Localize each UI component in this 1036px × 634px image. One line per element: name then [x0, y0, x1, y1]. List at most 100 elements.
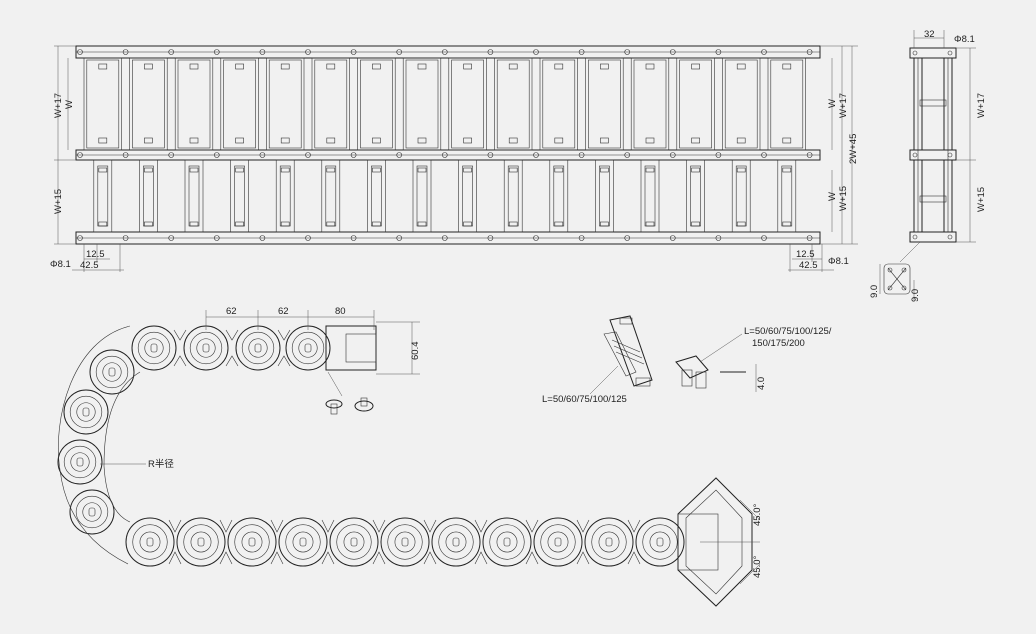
chain-link-disc: [57, 439, 103, 485]
rail-pin-hole: [715, 235, 722, 241]
dim-chain-end-length: 80: [335, 306, 346, 317]
rail-pin-hole: [396, 235, 403, 241]
rail-pin-hole: [350, 152, 357, 158]
rail-pin-hole: [441, 49, 448, 55]
rail-pin-hole: [77, 152, 83, 158]
dim-angle-bottom: 45.0°: [752, 556, 763, 578]
chain-link-disc: [635, 517, 685, 567]
dim-detail-b: 9.0: [910, 289, 921, 302]
rail-pin-hole: [259, 152, 266, 158]
rail-pin-hole: [533, 235, 539, 241]
chain-link-disc: [431, 517, 481, 567]
pin-size: 4.0: [756, 377, 767, 390]
rail-pin-hole: [624, 235, 631, 241]
chain-link-bottom: [777, 159, 797, 233]
rail-pin-hole: [305, 49, 311, 55]
rail-pin-hole: [214, 49, 220, 55]
rail-pin-hole: [578, 49, 585, 55]
chain-link-bottom: [367, 159, 386, 233]
chain-link-top: [266, 57, 305, 151]
chain-link-disc: [227, 517, 277, 567]
chain-link-disc: [125, 517, 175, 567]
rail-pin-hole: [214, 235, 220, 241]
rail-pin-hole: [715, 152, 722, 158]
dim-chain-pitch-1: 62: [226, 306, 237, 317]
separator-lengths: L=50/60/75/100/125: [542, 394, 627, 405]
chain-link-bottom: [412, 159, 432, 233]
bracket-lengths-2: 150/175/200: [752, 338, 805, 349]
chain-link-bottom: [458, 159, 477, 233]
rail-pin-hole: [259, 235, 266, 241]
chain-link-top: [767, 57, 806, 151]
screw-pair: [325, 397, 374, 415]
chain-link-disc: [235, 325, 281, 371]
dim-w17-left: W+17: [53, 93, 64, 118]
dim-w-right-upper: W: [827, 99, 838, 108]
rail-pin-hole: [305, 235, 311, 241]
bracket-lengths-1: L=50/60/75/100/125/: [744, 326, 832, 337]
chain-link-top: [676, 57, 715, 151]
chain-link-disc: [89, 349, 135, 395]
radius-label: R半径: [148, 458, 174, 470]
chain-link-disc: [533, 517, 583, 567]
chain-link-disc: [63, 389, 109, 435]
chain-link-top: [311, 57, 350, 151]
dim-width-left: 42.5: [80, 260, 99, 271]
dim-chain-height: 60.4: [410, 342, 421, 361]
rail-pin-hole: [122, 152, 129, 158]
chain-link-bottom: [640, 159, 660, 233]
dim-pitch-left: 12.5: [86, 249, 105, 260]
separator-part: [603, 315, 653, 387]
chain-link-top: [722, 57, 761, 151]
side-view: 32 Φ8.1 W+17 W+15 9.0 9.0: [869, 29, 987, 302]
chain-link-disc: [285, 325, 331, 371]
rail-pin-hole: [578, 235, 585, 241]
chain-link-top: [630, 57, 670, 151]
dim-angle-top: 45.0°: [752, 504, 763, 526]
chain-link-top: [357, 57, 396, 151]
rail-pin-hole: [533, 152, 539, 158]
chain-link-top: [585, 57, 624, 151]
dim-pitch-right: 12.5: [796, 249, 815, 260]
chain-link-top: [129, 57, 168, 151]
rail-pin-hole: [624, 152, 631, 158]
rail-pin-hole: [168, 235, 174, 241]
accessories: L=50/60/75/100/125 L=50/60/75/100/125/ 1…: [542, 315, 832, 405]
rail-pin-hole: [396, 49, 403, 55]
chain-link-top: [220, 57, 259, 151]
chain-link-top: [448, 57, 487, 151]
rail-pin-hole: [259, 49, 266, 55]
rail-pin-hole: [487, 49, 494, 55]
rail-pin-hole: [168, 152, 174, 158]
chain-link-disc: [278, 517, 328, 567]
dim-2w45-right: 2W+45: [848, 134, 859, 164]
rail-pin-hole: [669, 235, 676, 241]
dim-w17-right: W+17: [838, 93, 849, 118]
bracket-part: [675, 355, 709, 389]
dim-w15-left: W+15: [53, 189, 64, 214]
rail-pin-hole: [441, 235, 448, 241]
chain-link-disc: [183, 325, 229, 371]
chain-link-top: [494, 57, 533, 151]
rail-pin-hole: [806, 152, 813, 158]
rail-pin-hole: [214, 152, 220, 158]
rail-pin-hole: [441, 152, 448, 158]
dim-w15-right: W+15: [838, 186, 849, 211]
rail-pin-hole: [487, 235, 494, 241]
rail-pin-hole: [761, 152, 767, 158]
chain-link-bottom: [549, 159, 569, 233]
chain-link-bottom: [275, 159, 295, 233]
chain-link-disc: [380, 517, 430, 567]
dim-side-hole: Φ8.1: [954, 34, 975, 45]
chain-link-bottom: [595, 159, 614, 233]
rail-pin-hole: [578, 152, 585, 158]
chain-link-bottom: [184, 159, 204, 233]
rail-pin-hole: [806, 49, 813, 55]
dim-hole-left: Φ8.1: [50, 259, 71, 270]
end-bracket-bottom: [677, 477, 761, 607]
chain-link-disc: [482, 517, 532, 567]
rail-pin-hole: [350, 235, 357, 241]
chain-link-bottom: [686, 159, 705, 233]
